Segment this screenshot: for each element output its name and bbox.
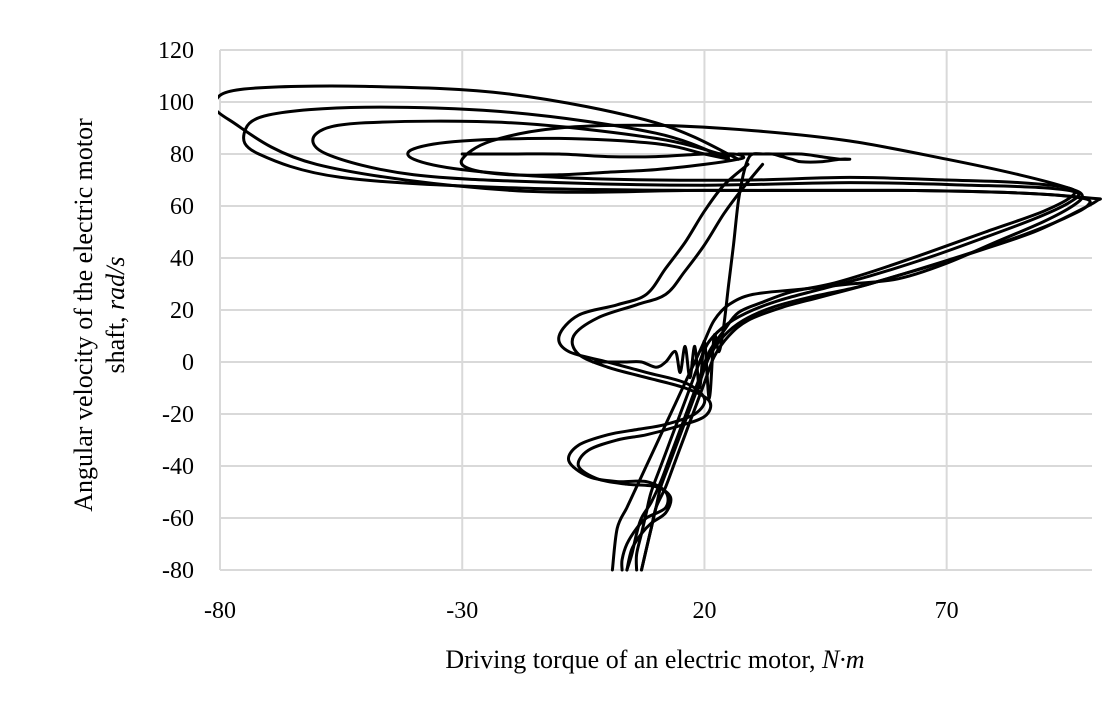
y-tick-label: 20 [170, 298, 194, 324]
x-tick-label: -30 [446, 598, 478, 624]
y-tick-label: 100 [158, 90, 194, 116]
y-tick-labels: 120 100 80 60 40 20 0 -20 -40 -60 -80 [158, 38, 194, 584]
x-axis-title: Driving torque of an electric motor, N·m [445, 645, 864, 674]
x-axis-title-text: Driving torque of an electric motor, [445, 645, 822, 674]
series-line-4 [311, 119, 1081, 572]
y-tick-label: 0 [182, 350, 194, 376]
y-tick-label: -40 [162, 454, 194, 480]
x-tick-label: 20 [692, 598, 716, 624]
y-axis-title-text-2: shaft, [101, 310, 130, 374]
y-tick-label: 60 [170, 194, 194, 220]
y-axis-title-text: Angular velocity of the electric motor [69, 118, 98, 512]
y-tick-label: -20 [162, 402, 194, 428]
y-axis-unit: rad/s [101, 256, 130, 309]
series-line-8 [570, 162, 765, 572]
y-tick-label: 120 [158, 38, 194, 64]
series-line-7 [557, 162, 750, 572]
y-tick-label: -60 [162, 506, 194, 532]
x-tick-label: 70 [935, 598, 959, 624]
x-tick-labels: -80 -30 20 70 [204, 598, 959, 624]
y-tick-label: -80 [162, 558, 194, 584]
y-axis-title-line1: Angular velocity of the electric motor [69, 118, 98, 512]
y-axis-title-line2: shaft, rad/s [101, 256, 130, 373]
gridlines [219, 49, 1092, 571]
series-line-2 [459, 123, 1084, 572]
series-line-1 [591, 152, 852, 400]
series-group [218, 84, 1102, 572]
y-tick-label: 40 [170, 246, 194, 272]
x-axis-unit: N·m [821, 645, 865, 674]
series-line-6 [218, 84, 1102, 572]
y-tick-label: 80 [170, 142, 194, 168]
x-tick-label: -80 [204, 598, 236, 624]
series-line-3 [406, 136, 1077, 572]
